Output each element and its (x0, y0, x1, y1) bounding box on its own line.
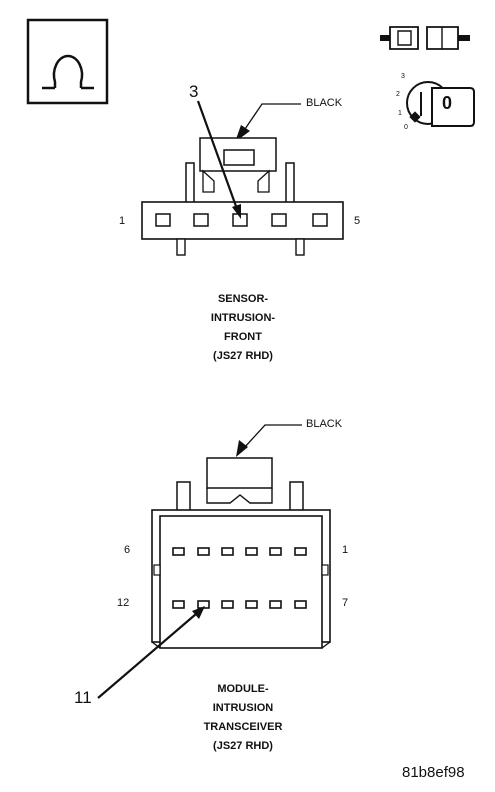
connector-b-callout-number: 11 (74, 688, 92, 707)
caption-line: (JS27 RHD) (213, 740, 273, 752)
caption-line: INTRUSION (212, 702, 274, 714)
key-position-label: 0 (404, 124, 408, 131)
key-state-indicator: 0 (442, 93, 453, 113)
connector-a-pin-left: 1 (119, 215, 126, 227)
connector-b-color-label: BLACK (306, 418, 343, 430)
connector-b-pin-bottom-right: 7 (342, 597, 349, 609)
connector-b-pin-top-right: 1 (342, 544, 349, 556)
key-position-label: 3 (401, 73, 405, 80)
connector-a-color-label: BLACK (306, 97, 343, 109)
figure-id: 81b8ef98 (402, 764, 465, 781)
connector-b-pin-top-left: 6 (124, 544, 131, 556)
connector-disconnect-icon (380, 26, 470, 50)
ohm-symbol-icon (26, 18, 109, 105)
connector-a-pin-right: 5 (354, 215, 361, 227)
caption-line: MODULE- (217, 683, 269, 695)
connector-a-callout-number: 3 (189, 82, 199, 101)
connector-b-pin-bottom-left: 12 (117, 597, 130, 609)
caption-line: FRONT (224, 331, 262, 343)
key-position-label: 1 (398, 110, 402, 117)
connector-b-caption: MODULE- INTRUSION TRANSCEIVER (JS27 RHD) (143, 680, 343, 756)
connector-a-body (141, 100, 344, 256)
caption-line: INTRUSION- (210, 312, 276, 324)
caption-line: SENSOR- (217, 293, 269, 305)
caption-line: TRANSCEIVER (203, 721, 283, 733)
caption-line: (JS27 RHD) (213, 350, 273, 362)
connector-a-caption: SENSOR- INTRUSION- FRONT (JS27 RHD) (143, 290, 343, 366)
connector-b-body (97, 424, 331, 699)
ignition-key-icon (406, 81, 475, 127)
key-position-label: 2 (396, 91, 400, 98)
